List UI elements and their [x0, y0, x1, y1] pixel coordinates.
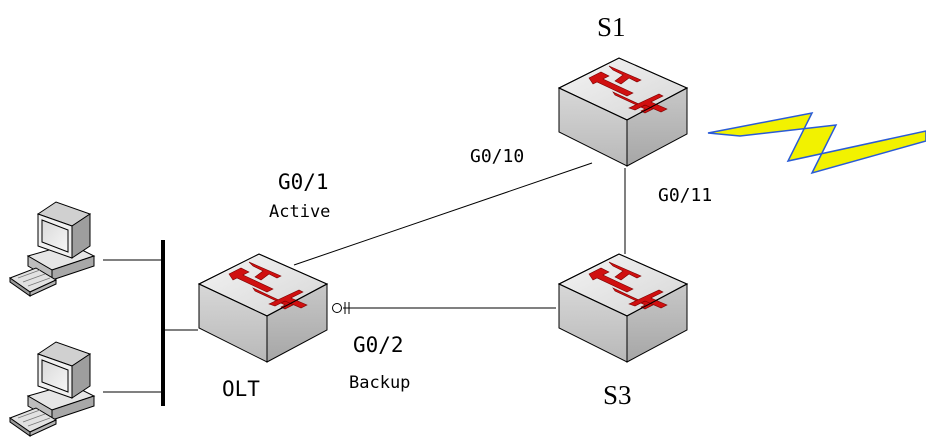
- port-label-g0-1: G0/1: [278, 170, 329, 194]
- port-label-g0-11: G0/11: [658, 185, 713, 206]
- switch-label-s3: S3: [603, 380, 632, 410]
- port-label-g0-10: G0/10: [470, 146, 525, 167]
- switch-label-s1: S1: [597, 12, 626, 42]
- lightning-link-icon: [707, 111, 926, 175]
- port-label-g0-2: G0/2: [353, 333, 404, 357]
- switch-icon-s3: [558, 253, 688, 363]
- computer-icon-top: [9, 201, 95, 297]
- port-role-backup: Backup: [349, 373, 411, 393]
- computer-icon-bottom: [9, 341, 95, 437]
- switch-icon-s1: [558, 57, 688, 167]
- port-role-active: Active: [269, 202, 331, 222]
- blocked-port-icon: [332, 302, 350, 314]
- device-label-olt: OLT: [222, 377, 260, 401]
- switch-icon-olt: [198, 253, 328, 363]
- link-olt-s1: [293, 162, 593, 266]
